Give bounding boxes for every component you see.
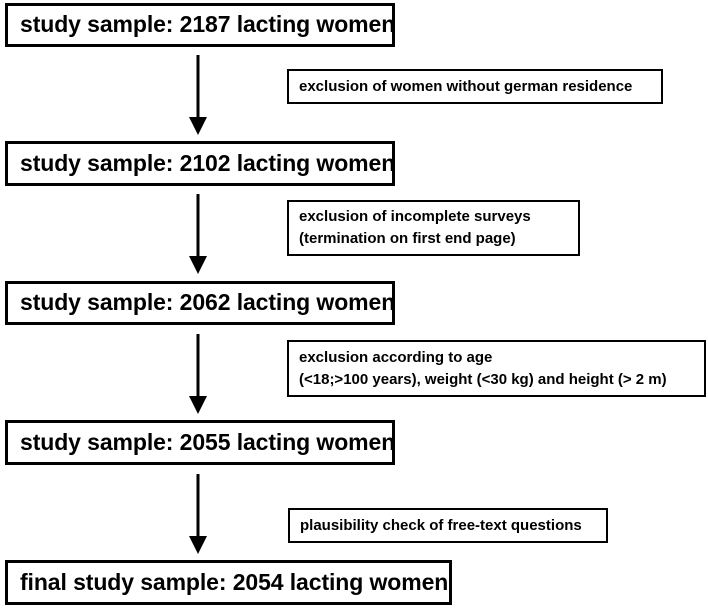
exclusion-text-line: exclusion according to age	[299, 348, 493, 366]
exclusion-box-1: exclusion of women without german reside…	[287, 69, 663, 104]
node-study-sample-1: study sample: 2187 lacting women	[5, 3, 395, 47]
exclusion-box-4: plausibility check of free-text question…	[288, 508, 608, 543]
exclusion-box-2: exclusion of incomplete surveys (termina…	[287, 200, 580, 256]
exclusion-text-line: (<18;>100 years), weight (<30 kg) and he…	[299, 370, 667, 388]
node-label: study sample: 2102 lacting women	[20, 149, 396, 176]
node-label: study sample: 2062 lacting women	[20, 289, 396, 316]
node-label: final study sample: 2054 lacting women	[20, 568, 449, 595]
node-label: study sample: 2187 lacting women	[20, 11, 396, 38]
node-study-sample-2: study sample: 2102 lacting women	[5, 141, 395, 186]
exclusion-text-line: exclusion of incomplete surveys	[299, 208, 531, 226]
arrow-node2-to-node3	[185, 194, 211, 276]
exclusion-text-line: (termination on first end page)	[299, 230, 516, 247]
exclusion-text-line: plausibility check of free-text question…	[300, 516, 582, 534]
node-study-sample-4: study sample: 2055 lacting women	[5, 420, 395, 465]
exclusion-box-3: exclusion according to age (<18;>100 yea…	[287, 340, 706, 397]
arrow-node3-to-node4	[185, 334, 211, 416]
exclusion-text-line: exclusion of women without german reside…	[299, 77, 633, 95]
node-final-study-sample: final study sample: 2054 lacting women	[5, 560, 452, 605]
arrow-node4-to-node5	[185, 474, 211, 556]
arrow-node1-to-node2	[185, 55, 211, 137]
node-study-sample-3: study sample: 2062 lacting women	[5, 281, 395, 325]
node-label: study sample: 2055 lacting women	[20, 428, 396, 455]
